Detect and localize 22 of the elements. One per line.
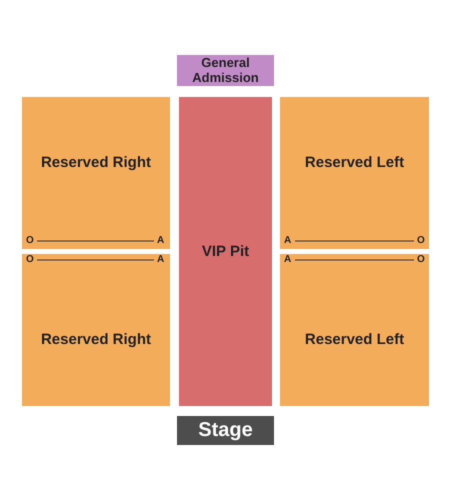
stage [177, 416, 274, 445]
vip-pit-section [179, 97, 272, 406]
section-label: Reserved Right [40, 331, 152, 349]
row-label: A [157, 255, 164, 265]
section-label: VIP Pit [200, 242, 250, 260]
seating-section [22, 97, 170, 249]
seating-section [280, 97, 429, 249]
section-label: General Admission [191, 56, 260, 86]
row-label: O [26, 255, 34, 265]
general-admission-section [177, 55, 274, 86]
row-label: A [157, 236, 164, 246]
section-label: Reserved Left [304, 331, 406, 349]
row-label: A [284, 236, 292, 246]
section-label: Stage [197, 419, 254, 442]
row-label: A [284, 255, 292, 265]
row-label: O [26, 236, 34, 246]
row-label: O [417, 255, 425, 265]
seating-section [280, 254, 429, 406]
row-label: O [417, 236, 425, 246]
section-label: Reserved Left [304, 154, 406, 172]
seating-section [22, 254, 170, 406]
section-label: Reserved Right [40, 154, 152, 172]
